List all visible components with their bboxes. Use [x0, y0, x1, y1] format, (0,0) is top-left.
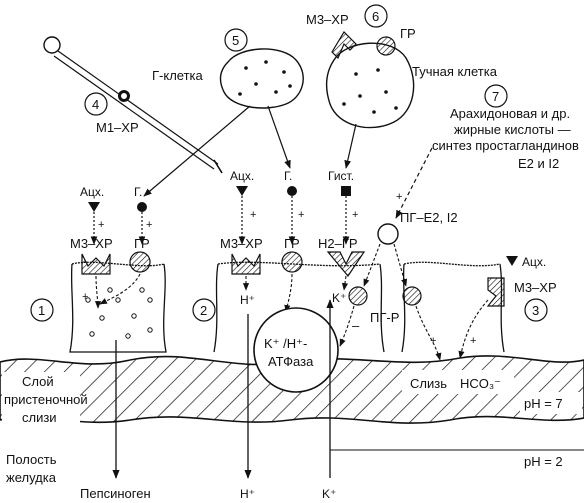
m1-receptor-neuron	[43, 36, 223, 174]
mast-cell	[325, 31, 415, 129]
g-cell	[219, 48, 304, 109]
flux-arrows	[112, 299, 334, 479]
g-cell-label: Г-клетка	[152, 68, 204, 83]
ph7-label: pH = 7	[524, 396, 563, 411]
cell3-m3-receptor-icon	[486, 277, 505, 307]
plus-sign: +	[470, 335, 476, 347]
number-6-marker: 6	[364, 4, 388, 28]
pg-r-label: ПГ-Р	[370, 310, 399, 325]
ach-label-1: Ацх.	[80, 185, 104, 199]
pepsinogen-label: Пепсиноген	[80, 486, 151, 501]
mucus-layer-line-2: пристеночной	[4, 392, 88, 407]
h-plus-bottom: H⁺	[240, 487, 255, 501]
cell1-gr-label: ГР	[134, 236, 150, 251]
pg-receptor-icon	[348, 286, 368, 306]
note-line-3: синтез простагландинов	[432, 138, 579, 153]
atpase-label-1: K⁺ /H⁺-	[264, 336, 307, 351]
note-line-1: Арахидоновая и др.	[450, 106, 570, 121]
text-labels: Г-клетка Тучная клетка М3–ХР ГР М1–ХР Ар…	[4, 12, 579, 501]
cell1-m3-label: М3–ХР	[70, 236, 113, 251]
cell2-gr-receptor-icon	[281, 251, 303, 273]
mast-gr-label: ГР	[400, 26, 416, 41]
mucus-layer-line-1: Слой	[22, 374, 54, 389]
plus-sign: +	[352, 209, 358, 221]
plus-sign: +	[298, 209, 304, 221]
h-plus-inside: H⁺	[240, 293, 255, 307]
atpase-pump	[253, 307, 339, 393]
cell-3	[401, 261, 505, 353]
mast-m3-receptor-icon	[331, 31, 357, 60]
cell-1	[69, 261, 167, 353]
cell-receptors	[81, 251, 505, 307]
g-label-1: Г.	[134, 185, 142, 199]
svg-text:7: 7	[492, 89, 499, 104]
k-plus-inside: K⁺	[332, 291, 346, 305]
plus-sign: +	[430, 335, 436, 347]
ach-label-2: Ацх.	[230, 169, 254, 183]
cell2-m3-receptor-icon	[231, 253, 261, 275]
minus-sign: –	[352, 318, 360, 333]
lumen-line-1: Полость	[6, 452, 57, 467]
gastrin-dot-icon-2	[287, 186, 297, 196]
svg-text:2: 2	[200, 303, 207, 318]
cell2-h2-receptor-icon	[326, 251, 366, 278]
pg-receptor-icon-2	[402, 286, 422, 306]
number-1-marker: 1	[30, 298, 54, 322]
number-2-marker: 2	[192, 298, 216, 322]
mucus-label: Слизь	[410, 376, 447, 391]
pg-label: ПГ–Е2, I2	[400, 210, 458, 225]
mast-m3-label: М3–ХР	[306, 12, 349, 27]
number-7-marker: 7	[484, 84, 508, 108]
m1-label: М1–ХР	[96, 120, 139, 135]
zymogen-granules	[85, 287, 153, 339]
number-5-marker: 5	[224, 28, 248, 52]
mast-gr-receptor-icon	[376, 36, 396, 56]
number-3-marker: 3	[524, 298, 548, 322]
k-plus-bottom: K⁺	[322, 487, 336, 501]
svg-text:1: 1	[38, 303, 45, 318]
ach-label-3: Ацх.	[522, 255, 546, 269]
mast-cell-label: Тучная клетка	[412, 64, 498, 79]
h2-label: Н2–ГР	[318, 236, 358, 251]
gastrin-dot-icon	[137, 202, 147, 212]
mucus-layer-line-3: слизи	[22, 410, 57, 425]
g-label-2: Г.	[284, 169, 292, 183]
svg-text:4: 4	[92, 97, 99, 112]
svg-text:6: 6	[372, 9, 379, 24]
cell2-m3-label: М3–ХР	[220, 236, 263, 251]
cell2-gr-label: ГР	[284, 236, 300, 251]
note-line-4: E2 и I2	[518, 156, 559, 171]
lumen-line-2: желудка	[6, 470, 57, 485]
ph2-label: pH = 2	[524, 454, 563, 469]
atpase-label-2: АТФаза	[268, 354, 314, 369]
cell3-m3-label: М3–ХР	[514, 280, 557, 295]
hist-label: Гист.	[328, 169, 354, 183]
plus-sign: +	[146, 219, 152, 231]
svg-text:5: 5	[232, 33, 239, 48]
signal-arrows	[90, 105, 433, 245]
plus-sign: +	[98, 219, 104, 231]
note-line-2: жирные кислоты —	[454, 122, 571, 137]
ligand-symbols	[88, 186, 518, 266]
ach-triangle-icon-2	[236, 186, 248, 196]
plus-sign: +	[250, 209, 256, 221]
histamine-square-icon	[341, 186, 351, 196]
ach-triangle-icon	[88, 202, 100, 212]
cell1-m3-receptor-icon	[81, 253, 111, 275]
number-markers: 1 2 3 4 5 6 7	[30, 4, 548, 322]
number-4-marker: 4	[84, 92, 108, 116]
hco3-label: HCO₃⁻	[460, 376, 501, 391]
prostaglandin-circle	[377, 223, 399, 245]
ach-triangle-icon-3	[506, 256, 518, 266]
plus-sign: +	[396, 191, 402, 203]
cell1-gr-receptor-icon	[129, 251, 151, 273]
plus-sign: +	[82, 291, 88, 303]
svg-text:3: 3	[532, 303, 539, 318]
